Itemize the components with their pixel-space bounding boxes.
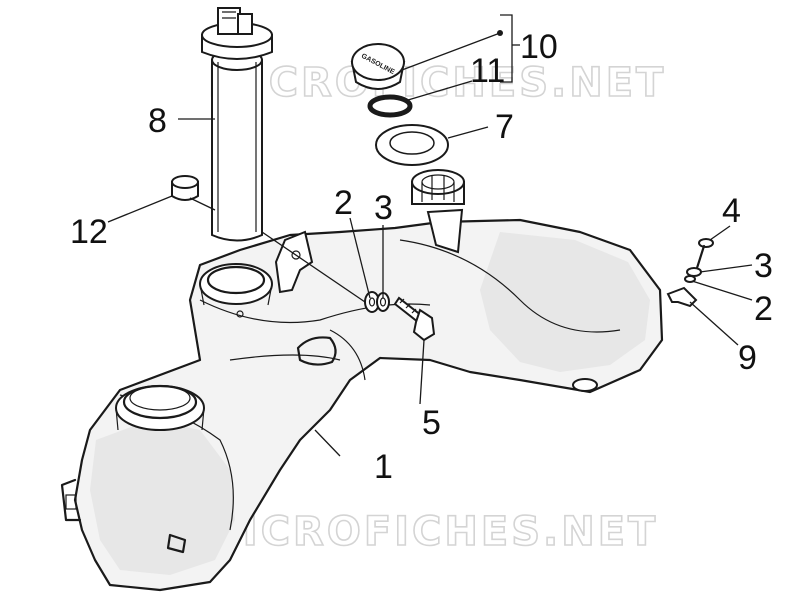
callout-2-right: 2: [754, 290, 773, 328]
fuel-cap: GASOLINE: [350, 43, 406, 90]
callout-10-dot: [497, 30, 503, 36]
washer-right: [686, 267, 702, 277]
callout-5: 5: [422, 404, 441, 442]
watermark-top: MICROFICHES.NET: [208, 60, 666, 106]
spring-clip: [666, 286, 698, 308]
callout-2-left: 2: [334, 184, 353, 222]
watermark-bottom: MICROFICHES.NET: [200, 509, 658, 555]
callout-4: 4: [722, 192, 741, 230]
tank-pump-opening: [199, 263, 273, 318]
callout-1: 1: [374, 448, 393, 486]
callout-7: 7: [495, 108, 514, 146]
o-ring: [367, 94, 413, 118]
bolt: [393, 296, 436, 342]
filler-gasket: [375, 124, 449, 166]
fuel-tank-body: [60, 218, 664, 592]
leader-lines: [107, 14, 753, 457]
callout-9: 9: [738, 339, 757, 377]
screw-right: [695, 238, 714, 270]
callout-3-right: 3: [754, 247, 773, 285]
tank-filler-neck: [411, 169, 465, 254]
callout-11: 11: [470, 52, 505, 90]
fuel-level-sender: [201, 7, 273, 242]
callout-10: 10: [520, 28, 558, 66]
grommet: [171, 175, 199, 201]
callout-8: 8: [148, 102, 167, 140]
callout-12: 12: [70, 213, 108, 251]
tank-left-filler-opening: [115, 384, 205, 431]
callout-3-left: 3: [374, 189, 393, 227]
